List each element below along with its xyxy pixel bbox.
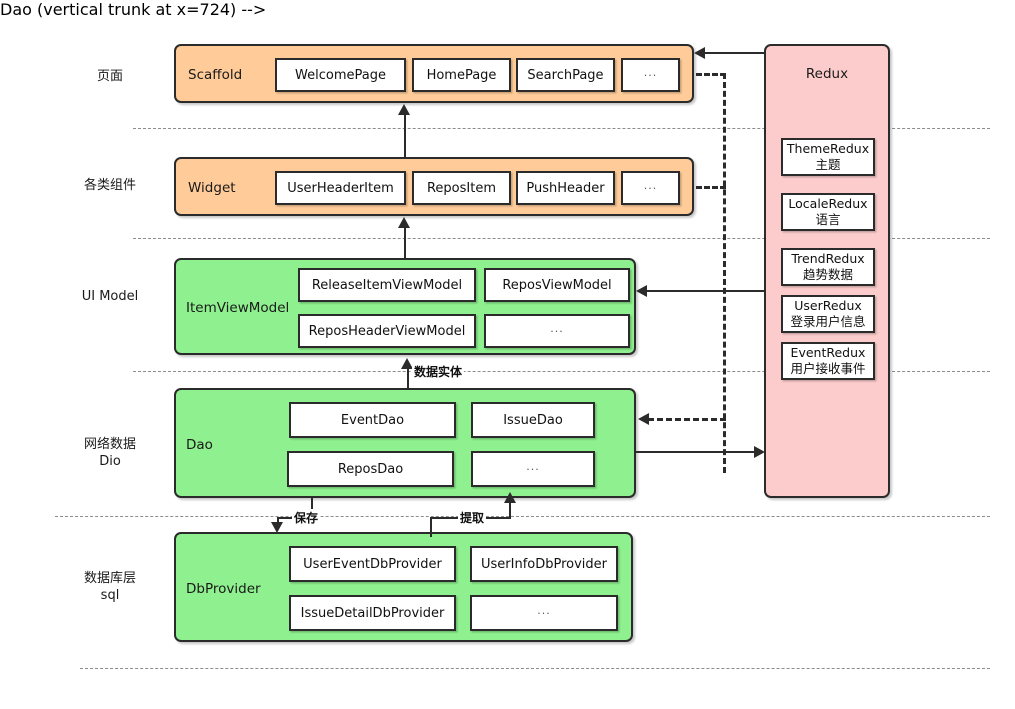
arrowhead-dao-to-viewmodel	[401, 358, 413, 369]
cell-item-view-model-more[interactable]: ···	[484, 314, 630, 348]
group-db-provider[interactable]: DbProvider UserEventDbProvider UserInfoD…	[174, 532, 633, 642]
connector-fetch-vertical-to-dao	[509, 500, 511, 519]
connector-dashed-branch-dao	[648, 418, 726, 421]
group-widget-title: Widget	[188, 180, 236, 196]
arrowhead-redux-to-viewmodel	[636, 285, 647, 297]
layer-divider-4	[55, 516, 990, 517]
cell-repos-dao[interactable]: ReposDao	[287, 451, 454, 487]
cell-push-header[interactable]: PushHeader	[516, 171, 615, 205]
group-dao-title: Dao	[186, 437, 213, 453]
group-db-provider-title: DbProvider	[186, 581, 261, 597]
arrowhead-dashed-to-dao	[638, 413, 649, 425]
cell-trend-redux[interactable]: TrendRedux 趋势数据	[781, 248, 875, 286]
connector-widget-to-scaffold	[404, 114, 406, 157]
cell-repos-view-model[interactable]: ReposViewModel	[484, 268, 630, 302]
connector-dao-to-redux	[636, 451, 756, 453]
connector-redux-to-viewmodel	[645, 290, 765, 292]
cell-user-event-db-provider[interactable]: UserEventDbProvider	[289, 546, 456, 582]
connector-dashed-branch-scaffold	[696, 73, 726, 76]
connector-save-vertical-from-dao	[311, 498, 313, 519]
edge-label-save: 保存	[292, 509, 321, 526]
connector-viewmodel-to-widget	[404, 227, 406, 258]
cell-widget-more[interactable]: ···	[621, 171, 680, 205]
cell-user-redux[interactable]: UserRedux 登录用户信息	[781, 295, 875, 333]
layer-label-network: 网络数据 Dio	[83, 437, 136, 469]
arrowhead-dao-to-redux	[754, 446, 765, 458]
cell-issue-detail-db-provider[interactable]: IssueDetailDbProvider	[289, 595, 456, 631]
cell-locale-redux-name: LocaleRedux	[788, 196, 868, 211]
cell-trend-redux-name: TrendRedux	[791, 251, 865, 266]
layer-label-page: 页面	[96, 69, 123, 84]
cell-user-redux-desc: 登录用户信息	[790, 314, 866, 329]
cell-theme-redux[interactable]: ThemeRedux 主题	[781, 138, 875, 176]
cell-locale-redux[interactable]: LocaleRedux 语言	[781, 193, 875, 231]
group-dao[interactable]: Dao EventDao IssueDao ReposDao ···	[174, 388, 636, 498]
layer-label-widget: 各类组件	[83, 178, 136, 193]
cell-scaffold-more[interactable]: ···	[621, 58, 680, 92]
layer-divider-3	[133, 371, 990, 372]
group-redux[interactable]: Redux ThemeRedux 主题 LocaleRedux 语言 Trend…	[764, 44, 890, 498]
cell-release-item-view-model[interactable]: ReleaseItemViewModel	[298, 268, 476, 302]
cell-search-page[interactable]: SearchPage	[516, 58, 615, 92]
group-item-view-model[interactable]: ItemViewModel ReleaseItemViewModel Repos…	[174, 258, 636, 355]
cell-issue-dao[interactable]: IssueDao	[471, 402, 595, 438]
connector-dashed-trunk	[723, 73, 726, 473]
layer-divider-2	[133, 238, 990, 239]
group-item-view-model-title: ItemViewModel	[186, 300, 290, 316]
cell-welcome-page[interactable]: WelcomePage	[275, 58, 406, 92]
edge-label-fetch: 提取	[458, 509, 487, 526]
group-scaffold[interactable]: Scaffold WelcomePage HomePage SearchPage…	[174, 44, 694, 103]
connector-save-vertical-to-db	[277, 517, 279, 526]
cell-db-provider-more[interactable]: ···	[470, 595, 618, 631]
connector-redux-to-scaffold	[703, 52, 765, 54]
cell-event-redux-desc: 用户接收事件	[790, 361, 866, 376]
cell-event-redux[interactable]: EventRedux 用户接收事件	[781, 342, 875, 380]
cell-repos-item[interactable]: ReposItem	[412, 171, 511, 205]
connector-dashed-branch-widget	[696, 186, 726, 189]
edge-label-data-entity: 数据实体	[412, 363, 465, 380]
cell-trend-redux-desc: 趋势数据	[802, 267, 853, 282]
layer-divider-1	[133, 128, 990, 129]
cell-event-redux-name: EventRedux	[790, 345, 866, 360]
connector-fetch-vertical-from-db	[430, 517, 432, 537]
connector-dao-to-viewmodel	[407, 368, 409, 390]
cell-home-page[interactable]: HomePage	[412, 58, 511, 92]
cell-locale-redux-desc: 语言	[815, 212, 841, 227]
group-widget[interactable]: Widget UserHeaderItem ReposItem PushHead…	[174, 157, 694, 216]
cell-user-redux-name: UserRedux	[794, 298, 862, 313]
cell-repos-header-view-model[interactable]: ReposHeaderViewModel	[298, 314, 476, 348]
arrowhead-save-to-db-provider	[271, 522, 283, 533]
arrowhead-redux-to-scaffold	[694, 47, 705, 59]
arrowhead-fetch-to-dao	[504, 492, 516, 503]
layer-divider-5	[80, 668, 990, 669]
cell-dao-more[interactable]: ···	[471, 451, 595, 487]
group-scaffold-title: Scaffold	[188, 67, 243, 83]
cell-user-info-db-provider[interactable]: UserInfoDbProvider	[470, 546, 618, 582]
cell-theme-redux-name: ThemeRedux	[786, 141, 870, 156]
cell-theme-redux-desc: 主题	[815, 157, 841, 172]
cell-user-header-item[interactable]: UserHeaderItem	[275, 171, 406, 205]
cell-event-dao[interactable]: EventDao	[289, 402, 456, 438]
layer-label-database: 数据库层 sql	[83, 571, 136, 603]
arrowhead-viewmodel-to-widget	[398, 217, 410, 228]
arrowhead-widget-to-scaffold	[398, 104, 410, 115]
layer-label-uimodel: UI Model	[81, 289, 139, 304]
group-redux-title: Redux	[805, 66, 849, 82]
